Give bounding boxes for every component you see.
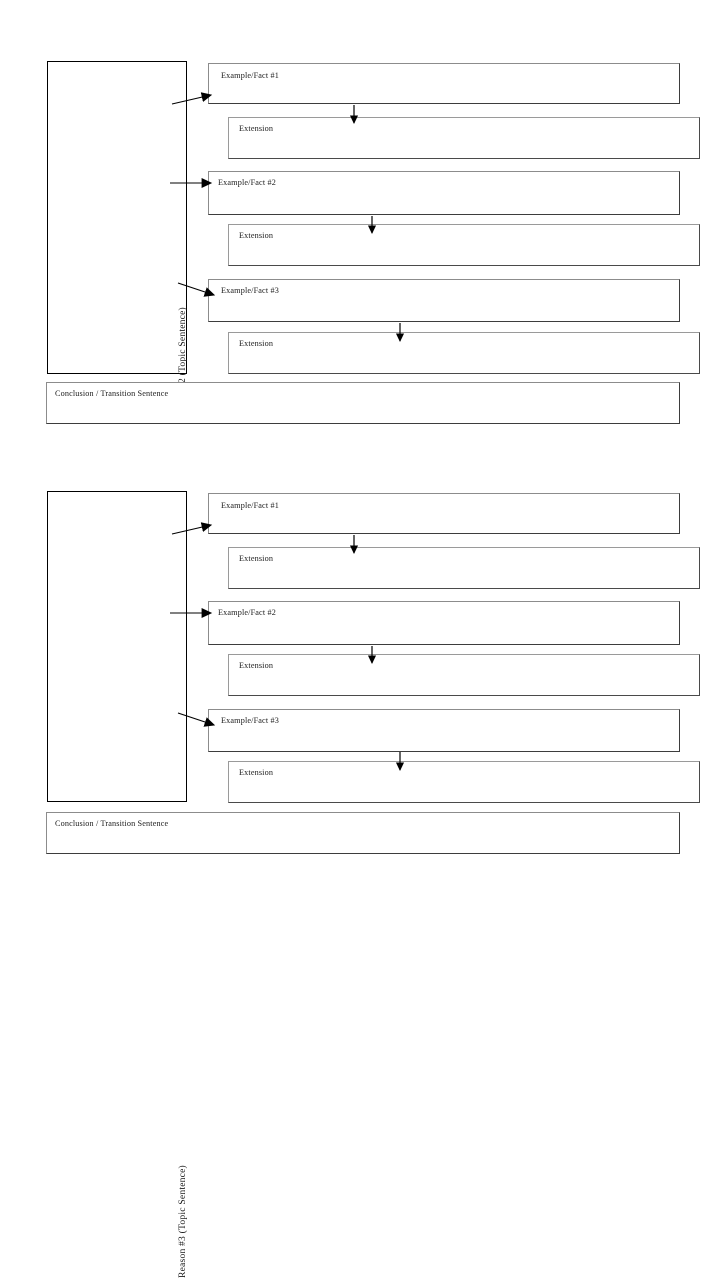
extension-label: Extension <box>239 124 274 133</box>
example-fact-box-1-2[interactable]: Example/Fact #2 <box>208 171 680 215</box>
example-fact-label: Example/Fact #1 <box>221 71 279 80</box>
example-fact-label: Example/Fact #3 <box>221 716 279 725</box>
extension-box-1-2[interactable]: Extension <box>228 224 700 266</box>
example-fact-box-2-1[interactable]: Example/Fact #1 <box>208 493 680 534</box>
extension-box-1-3[interactable]: Extension <box>228 332 700 374</box>
extension-box-2-1[interactable]: Extension <box>228 547 700 589</box>
example-fact-label: Example/Fact #2 <box>218 178 276 187</box>
extension-box-1-1[interactable]: Extension <box>228 117 700 159</box>
example-fact-box-2-2[interactable]: Example/Fact #2 <box>208 601 680 645</box>
example-fact-box-1-3[interactable]: Example/Fact #3 <box>208 279 680 322</box>
extension-label: Extension <box>239 231 274 240</box>
extension-label: Extension <box>239 339 274 348</box>
reason-box-2[interactable]: Reason #2 (Topic Sentence) <box>47 61 188 420</box>
example-fact-label: Example/Fact #2 <box>218 608 276 617</box>
extension-label: Extension <box>239 661 274 670</box>
extension-box-2-3[interactable]: Extension <box>228 761 700 803</box>
reason-label-3: Reason #3 (Topic Sentence) <box>177 1165 188 1278</box>
extension-label: Extension <box>239 768 274 777</box>
extension-box-2-2[interactable]: Extension <box>228 654 700 696</box>
extension-label: Extension <box>239 554 274 563</box>
example-fact-label: Example/Fact #1 <box>221 501 279 510</box>
example-fact-box-1-1[interactable]: Example/Fact #1 <box>208 63 680 104</box>
conclusion-box-2[interactable]: Conclusion / Transition Sentence <box>46 812 680 854</box>
reason-box-3[interactable]: Reason #3 (Topic Sentence) <box>47 491 188 1278</box>
conclusion-label: Conclusion / Transition Sentence <box>55 389 169 398</box>
worksheet-page: Reason #2 (Topic Sentence) Example/Fact … <box>46 61 700 1278</box>
conclusion-label: Conclusion / Transition Sentence <box>55 819 169 828</box>
example-fact-label: Example/Fact #3 <box>221 286 279 295</box>
example-fact-box-2-3[interactable]: Example/Fact #3 <box>208 709 680 752</box>
conclusion-box-1[interactable]: Conclusion / Transition Sentence <box>46 382 680 424</box>
